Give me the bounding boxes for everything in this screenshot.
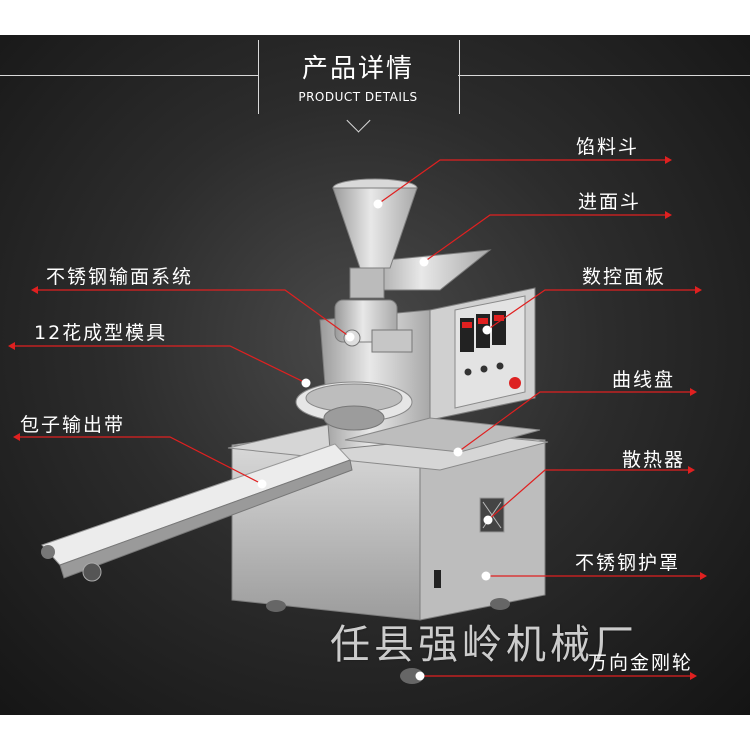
header-frame <box>258 40 460 114</box>
watermark: 任县强岭机械厂 <box>330 622 638 668</box>
callout-leader-lines <box>15 159 700 677</box>
label-caster-wheels: 万向金刚轮 <box>588 652 694 674</box>
section-title: 产品详情 <box>301 54 414 84</box>
label-cnc-panel: 数控面板 <box>582 266 667 288</box>
label-dough-hopper: 进面斗 <box>578 191 642 213</box>
cnc-control-panel <box>454 295 526 409</box>
header-line-right <box>458 75 750 76</box>
filling-hopper <box>332 178 418 299</box>
output-conveyor-belt <box>41 443 353 582</box>
label-stainless-dough-system: 不锈钢输面系统 <box>46 266 194 288</box>
header-line-left <box>0 75 258 76</box>
callout-dots <box>8 156 707 681</box>
label-radiator: 散热器 <box>622 449 686 471</box>
stainless-dough-system <box>334 299 413 353</box>
section-subtitle: PRODUCT DETAILS <box>298 90 418 104</box>
radiator-fan <box>479 497 505 533</box>
label-forming-mold: 12花成型模具 <box>34 322 168 344</box>
label-cam-disc: 曲线盘 <box>612 369 676 391</box>
label-filling-hopper: 馅料斗 <box>576 136 640 158</box>
label-conveyor-belt: 包子输出带 <box>20 414 126 436</box>
machine-top-deck <box>227 421 549 471</box>
forming-mold <box>295 381 413 431</box>
label-stainless-cover: 不锈钢护罩 <box>575 552 681 574</box>
